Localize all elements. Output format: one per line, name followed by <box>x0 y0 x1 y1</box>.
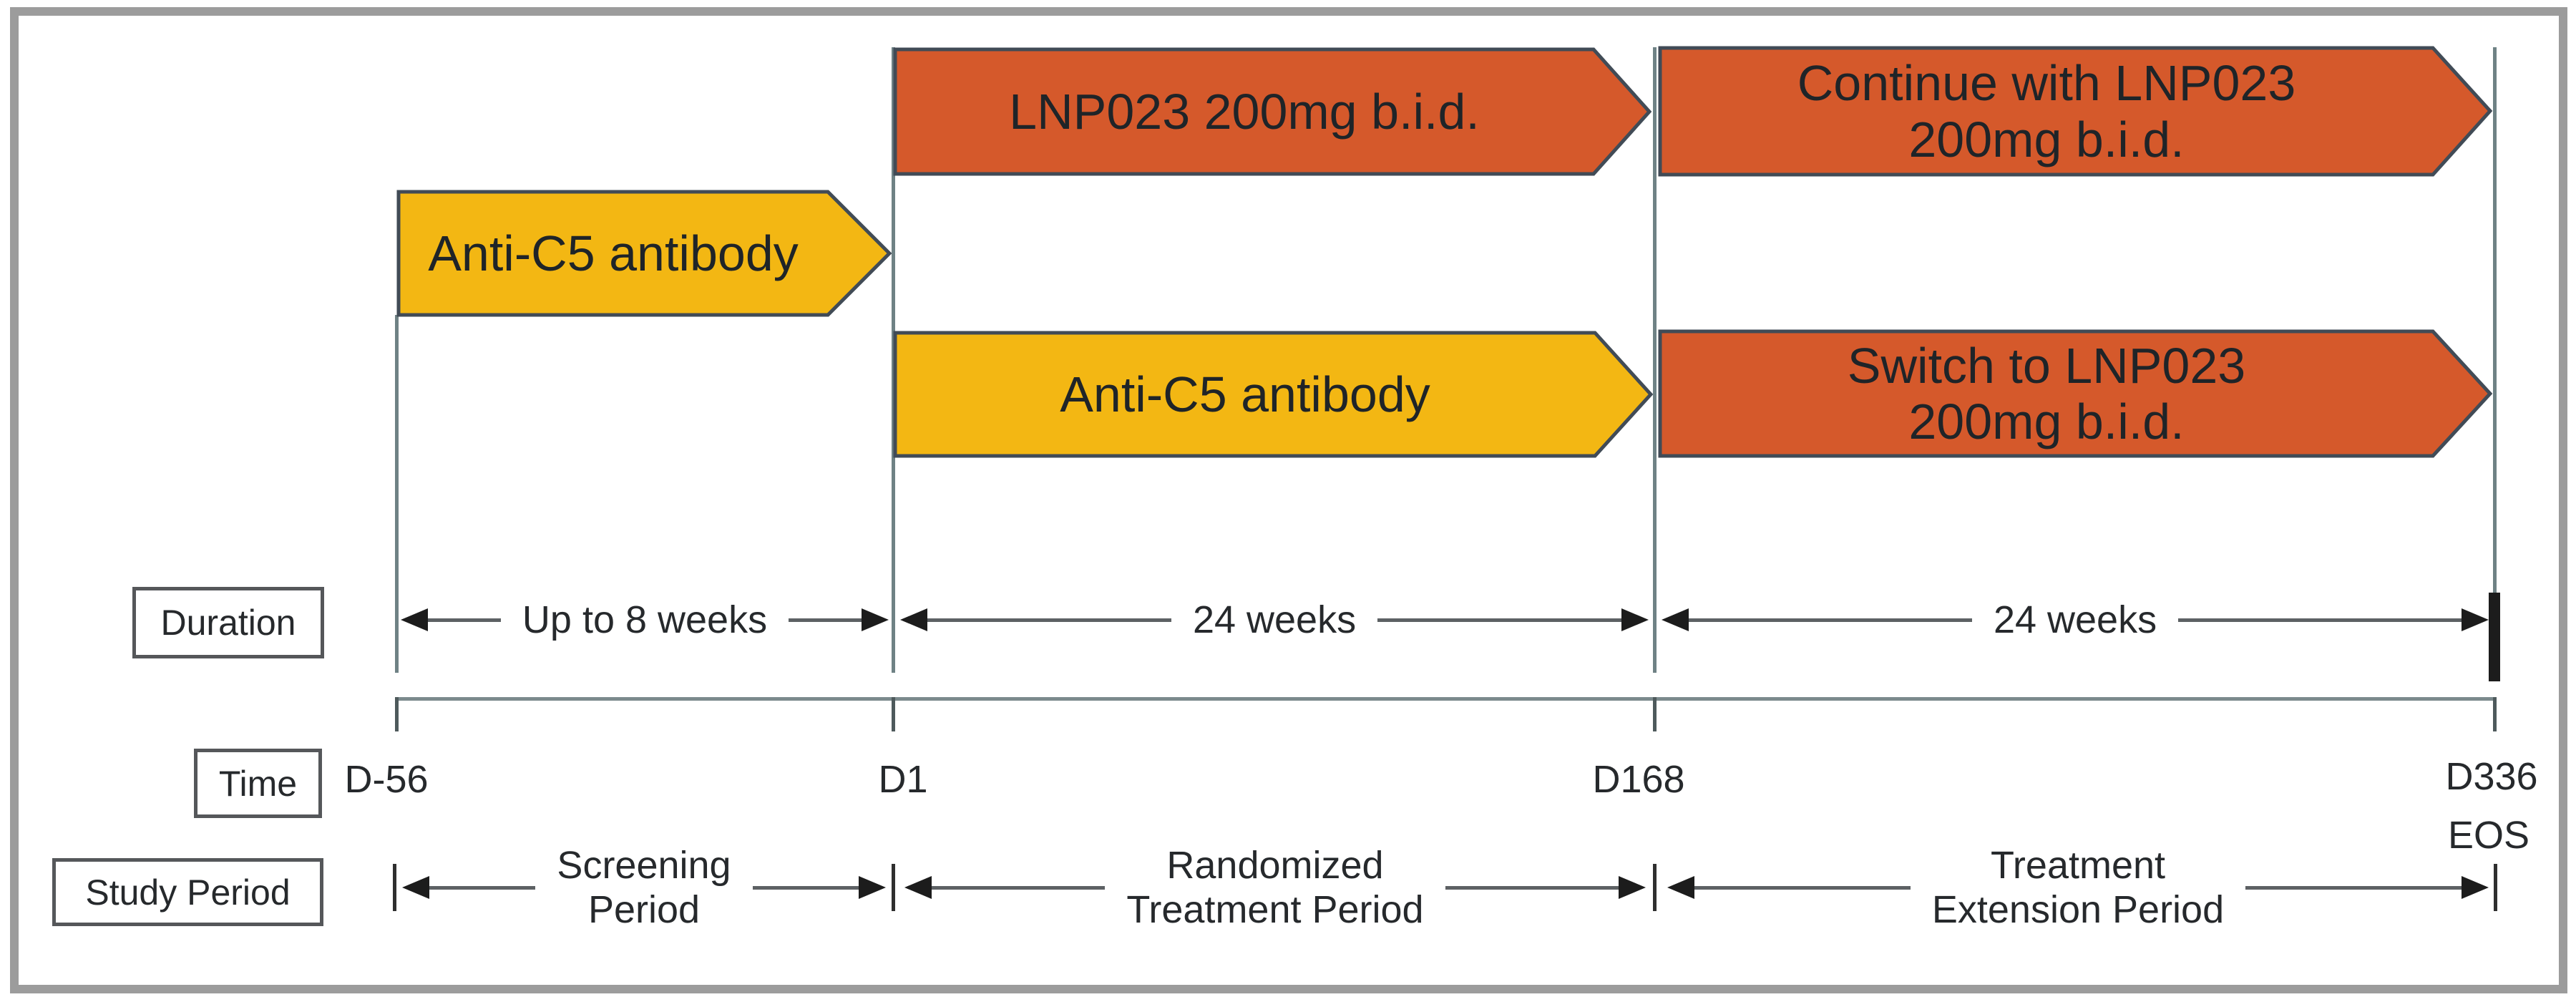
duration-extension-label: 24 weeks <box>1993 598 2157 641</box>
label-line1: Treatment <box>1990 843 2166 887</box>
arrow-label: Anti-C5 antibody <box>1060 366 1430 422</box>
arrowhead-right-icon <box>2462 876 2489 899</box>
arrow-lnp023-randomized: LNP023 200mg b.i.d. <box>893 47 1652 176</box>
time-label-d-56: D-56 <box>344 758 429 801</box>
duration-extension-measure: 24 weeks <box>1662 598 2489 641</box>
label-line2: Extension Period <box>1931 888 2225 931</box>
duration-screening-measure: Up to 8 weeks <box>401 598 889 641</box>
measure-line <box>1689 618 1972 622</box>
chevron-shape <box>396 190 892 317</box>
arrow-label-line1: Continue with LNP023 <box>1797 55 2296 112</box>
time-tick-d168 <box>1653 697 1657 731</box>
arrow-switch-lnp023: Switch to LNP023 200mg b.i.d. <box>1658 329 2492 458</box>
time-axis-line <box>395 697 2496 701</box>
study-period-row-header-label: Study Period <box>85 872 291 913</box>
arrowhead-right-icon <box>859 876 887 899</box>
label-line2: Period <box>587 888 701 931</box>
arrowhead-right-icon <box>1619 876 1646 899</box>
arrowhead-right-icon <box>2462 608 2489 631</box>
time-tick-d336 <box>2493 697 2497 731</box>
period-boundary-bar-d168 <box>1653 864 1657 911</box>
measure-line <box>752 885 859 890</box>
arrowhead-left-icon <box>1662 608 1689 631</box>
guide-line-d336 <box>2493 47 2497 657</box>
study-period-screening-measure: Screening Period <box>402 843 887 932</box>
study-period-extension-measure: Treatment Extension Period <box>1667 843 2489 932</box>
time-label-d1: D1 <box>878 758 928 801</box>
arrow-continue-lnp023: Continue with LNP023 200mg b.i.d. <box>1658 46 2492 177</box>
label-line1: Randomized <box>1166 843 1384 887</box>
arrow-label: LNP023 200mg b.i.d. <box>1009 83 1480 140</box>
duration-row-header-box: Duration <box>132 587 324 658</box>
arrowhead-right-icon <box>862 608 889 631</box>
arrow-anti-c5-randomized: Anti-C5 antibody <box>893 331 1653 458</box>
chevron-shape <box>1658 329 2492 458</box>
arrow-label: Anti-C5 antibody <box>428 225 799 281</box>
label-line2: Treatment Period <box>1126 888 1424 931</box>
arrow-label-line2: 200mg b.i.d. <box>1908 111 2185 167</box>
arrow-label-line1: Switch to LNP023 <box>1847 337 2246 394</box>
measure-line <box>428 618 501 622</box>
study-period-screening-label: Screening Period <box>535 843 752 932</box>
chevron-shape <box>1658 46 2492 177</box>
guide-line-d-56 <box>395 315 399 673</box>
chevron-shape <box>893 47 1652 176</box>
arrow-label: Switch to LNP023 200mg b.i.d. <box>1848 338 2303 450</box>
period-boundary-bar-d1 <box>892 864 895 911</box>
end-of-study-bar <box>2489 593 2500 681</box>
time-row-header-box: Time <box>194 749 322 818</box>
study-period-extension-label: Treatment Extension Period <box>1911 843 2245 932</box>
duration-randomized-label: 24 weeks <box>1192 598 1357 641</box>
time-label-d336: D336 <box>2445 755 2538 798</box>
arrowhead-left-icon <box>401 608 428 631</box>
period-boundary-bar-d-56 <box>393 864 396 911</box>
study-period-row-header-box: Study Period <box>52 858 323 926</box>
period-boundary-bar-d336 <box>2494 864 2497 911</box>
time-label-d168: D168 <box>1592 758 1685 801</box>
arrow-label: Continue with LNP023 200mg b.i.d. <box>1797 55 2353 167</box>
time-label-eos: EOS <box>2447 814 2530 857</box>
study-period-randomized-measure: Randomized Treatment Period <box>904 843 1646 932</box>
time-row-header-label: Time <box>218 763 298 804</box>
time-tick-d-56 <box>395 697 399 731</box>
measure-line <box>1694 885 1911 890</box>
arrow-anti-c5-screening: Anti-C5 antibody <box>396 190 892 317</box>
measure-line <box>927 618 1171 622</box>
arrowhead-left-icon <box>900 608 927 631</box>
measure-line <box>1377 618 1622 622</box>
duration-randomized-measure: 24 weeks <box>900 598 1649 641</box>
guide-line-d168 <box>1653 47 1657 673</box>
arrowhead-left-icon <box>904 876 932 899</box>
measure-line <box>2245 885 2462 890</box>
measure-line <box>429 885 536 890</box>
chevron-shape <box>893 331 1653 458</box>
label-line1: Screening <box>557 843 731 887</box>
arrowhead-left-icon <box>402 876 429 899</box>
arrowhead-left-icon <box>1667 876 1694 899</box>
study-period-randomized-label: Randomized Treatment Period <box>1105 843 1445 932</box>
time-tick-d1 <box>892 697 895 731</box>
duration-row-header-label: Duration <box>160 603 296 643</box>
measure-line <box>2178 618 2462 622</box>
arrow-label-line2: 200mg b.i.d. <box>1908 394 2185 449</box>
measure-line <box>1445 885 1619 890</box>
measure-line <box>932 885 1106 890</box>
measure-line <box>789 618 862 622</box>
arrowhead-right-icon <box>1621 608 1649 631</box>
duration-screening-label: Up to 8 weeks <box>522 598 768 641</box>
